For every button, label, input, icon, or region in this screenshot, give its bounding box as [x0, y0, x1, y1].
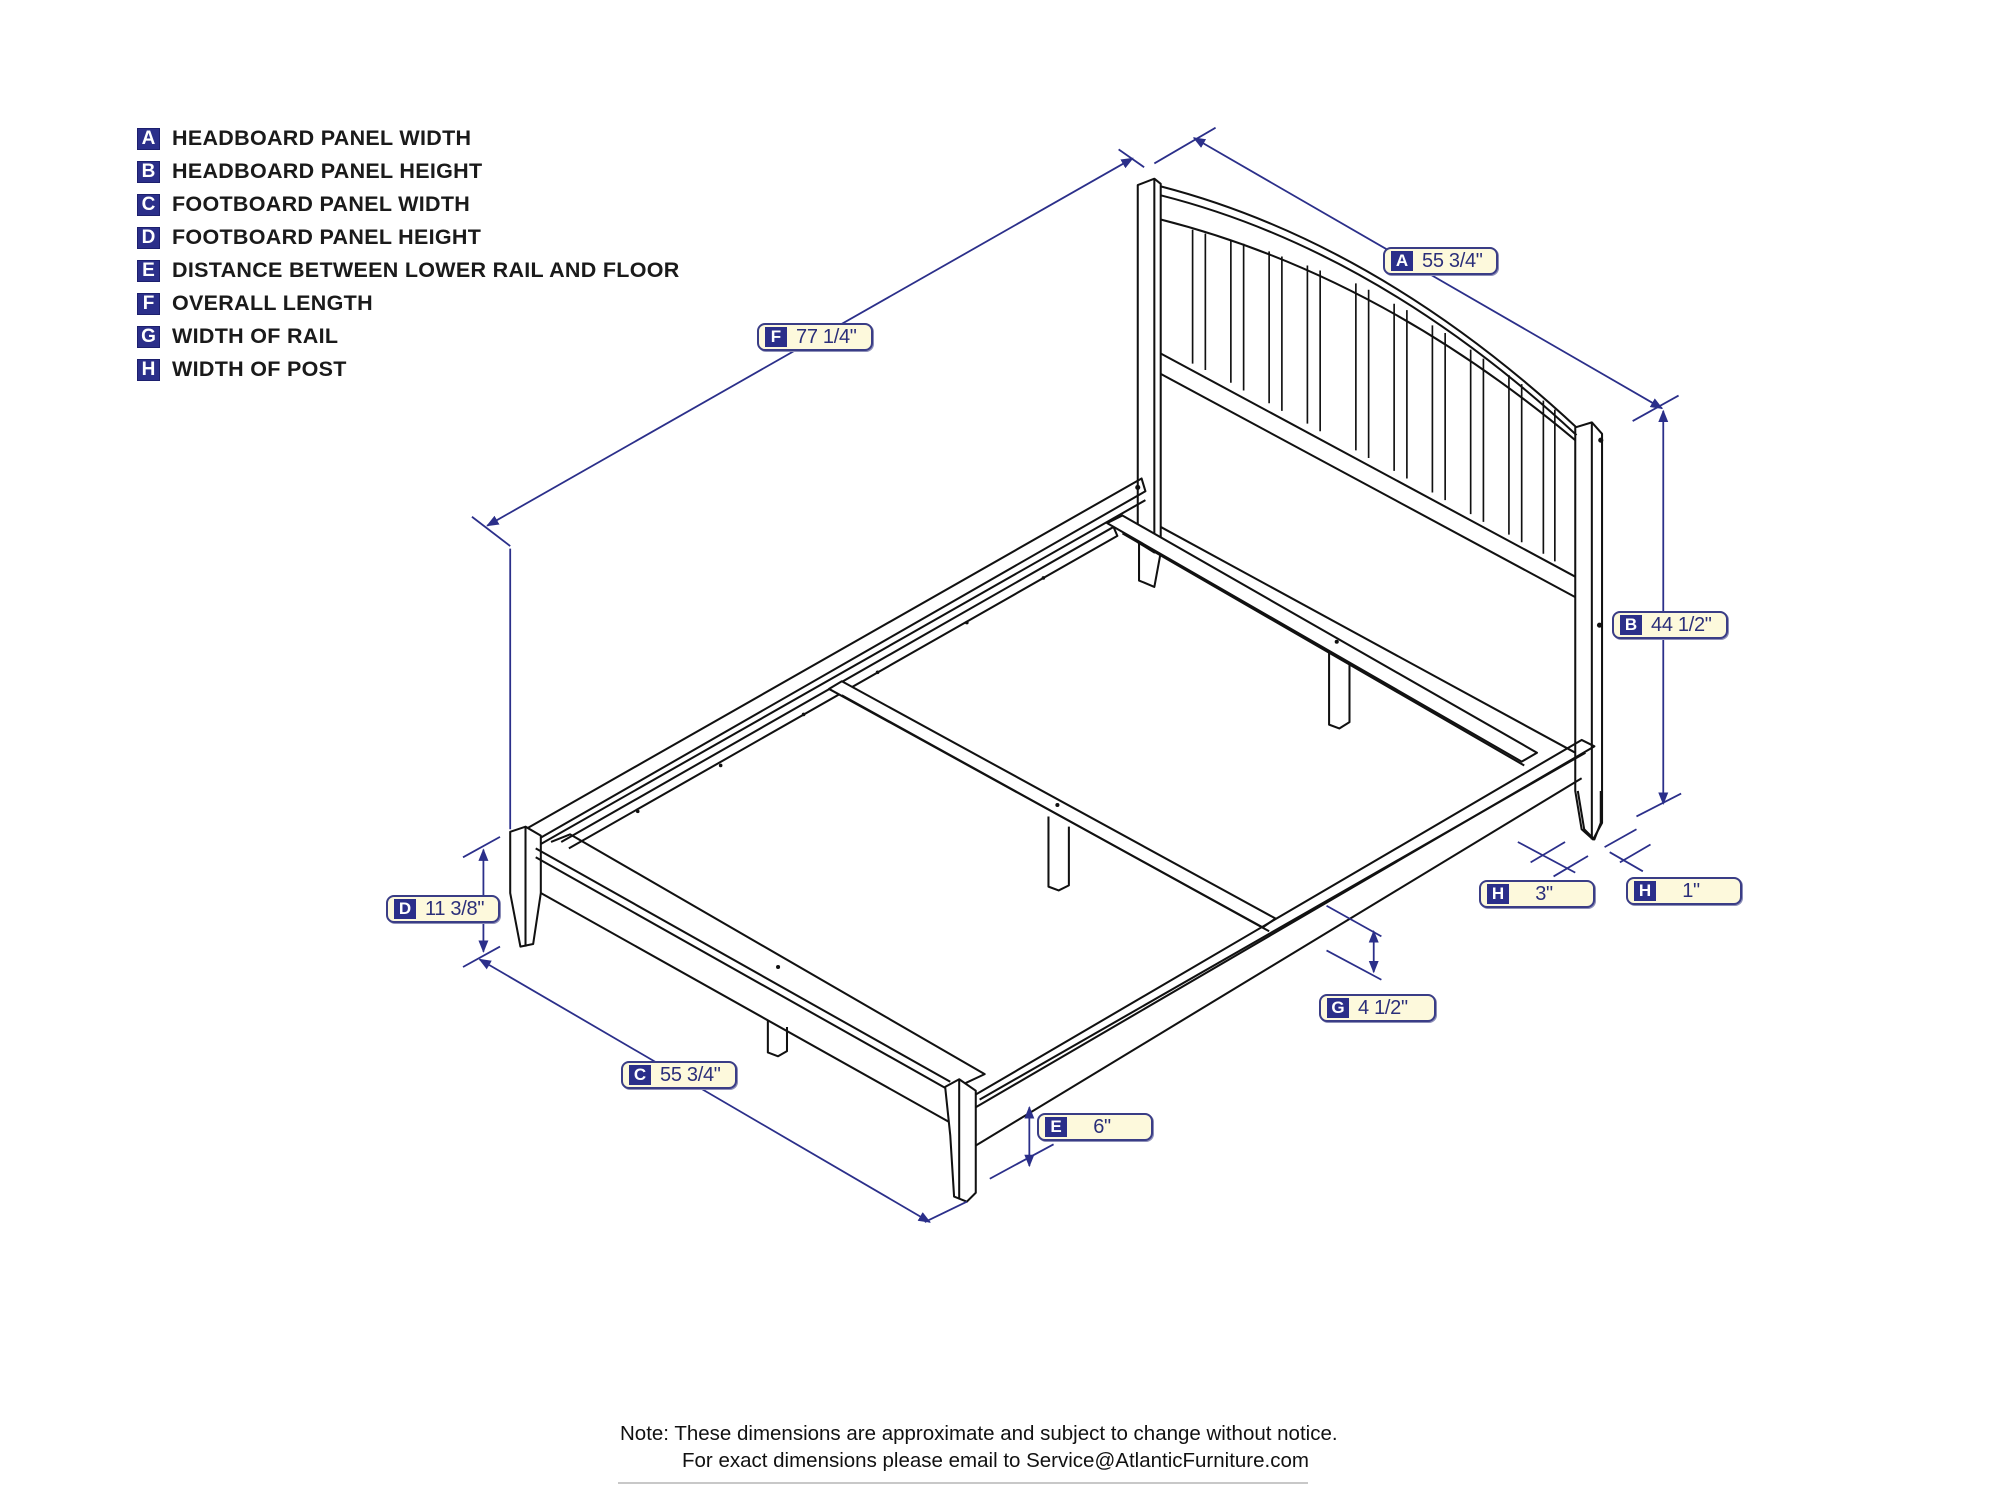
- dimension-value-h-side: 1": [1682, 879, 1700, 902]
- legend-key-a: A: [137, 127, 160, 150]
- dimension-value-b: 44 1/2": [1651, 613, 1712, 636]
- dimension-value-g: 4 1/2": [1358, 996, 1408, 1019]
- legend-item-d: D FOOTBOARD PANEL HEIGHT: [137, 221, 680, 254]
- dimension-label-a: A 55 3/4": [1383, 247, 1498, 275]
- dimension-value-f: 77 1/4": [796, 325, 857, 348]
- dimension-key-e: E: [1045, 1117, 1067, 1137]
- legend-label-c: FOOTBOARD PANEL WIDTH: [172, 192, 471, 216]
- legend-key-d: D: [137, 226, 160, 249]
- dimension-key-b: B: [1620, 615, 1642, 635]
- legend-label-a: HEADBOARD PANEL WIDTH: [172, 126, 472, 150]
- legend-label-f: OVERALL LENGTH: [172, 291, 373, 315]
- dimension-label-d: D 11 3/8": [386, 895, 500, 923]
- bed-outline: [509, 177, 1604, 1203]
- dimension-label-h-front: H 3": [1479, 880, 1595, 908]
- dimension-key-g: G: [1327, 998, 1349, 1018]
- legend-item-c: C FOOTBOARD PANEL WIDTH: [137, 188, 680, 221]
- legend-key-c: C: [137, 193, 160, 216]
- dimension-key-h-side: H: [1634, 881, 1656, 901]
- dimension-label-c: C 55 3/4": [621, 1061, 737, 1089]
- dimension-key-h-front: H: [1487, 884, 1509, 904]
- dimension-value-h-front: 3": [1535, 882, 1553, 905]
- legend-key-e: E: [137, 259, 160, 282]
- dimension-value-d: 11 3/8": [425, 897, 485, 920]
- dimension-key-d: D: [394, 899, 416, 919]
- note-line-2: For exact dimensions please email to Ser…: [682, 1449, 1309, 1472]
- legend-key-f: F: [137, 292, 160, 315]
- note-line-1: Note: These dimensions are approximate a…: [620, 1422, 1338, 1445]
- legend-item-a: A HEADBOARD PANEL WIDTH: [137, 122, 680, 155]
- footer-divider: [618, 1482, 1308, 1484]
- dimension-label-b: B 44 1/2": [1612, 611, 1728, 639]
- dimension-value-c: 55 3/4": [660, 1063, 721, 1086]
- legend-key-h: H: [137, 358, 160, 381]
- dimension-legend: A HEADBOARD PANEL WIDTH B HEADBOARD PANE…: [137, 122, 680, 386]
- legend-item-f: F OVERALL LENGTH: [137, 287, 680, 320]
- dimension-value-a: 55 3/4": [1422, 249, 1483, 272]
- dimension-key-f: F: [765, 327, 787, 347]
- legend-label-b: HEADBOARD PANEL HEIGHT: [172, 159, 483, 183]
- legend-key-g: G: [137, 325, 160, 348]
- legend-label-h: WIDTH OF POST: [172, 357, 347, 381]
- legend-key-b: B: [137, 160, 160, 183]
- dimension-label-f: F 77 1/4": [757, 323, 873, 351]
- legend-item-g: G WIDTH OF RAIL: [137, 320, 680, 353]
- legend-label-d: FOOTBOARD PANEL HEIGHT: [172, 225, 482, 249]
- dimension-label-g: G 4 1/2": [1319, 994, 1436, 1022]
- legend-label-g: WIDTH OF RAIL: [172, 324, 339, 348]
- dimension-value-e: 6": [1093, 1115, 1111, 1138]
- legend-item-b: B HEADBOARD PANEL HEIGHT: [137, 155, 680, 188]
- legend-item-h: H WIDTH OF POST: [137, 353, 680, 386]
- dimension-label-e: E 6": [1037, 1113, 1153, 1141]
- dimension-lines: [462, 126, 1682, 1223]
- dimension-key-a: A: [1391, 251, 1413, 271]
- dimension-label-h-side: H 1": [1626, 877, 1742, 905]
- dimensions-disclaimer-note: Note: These dimensions are approximate a…: [620, 1420, 1338, 1474]
- dimension-key-c: C: [629, 1065, 651, 1085]
